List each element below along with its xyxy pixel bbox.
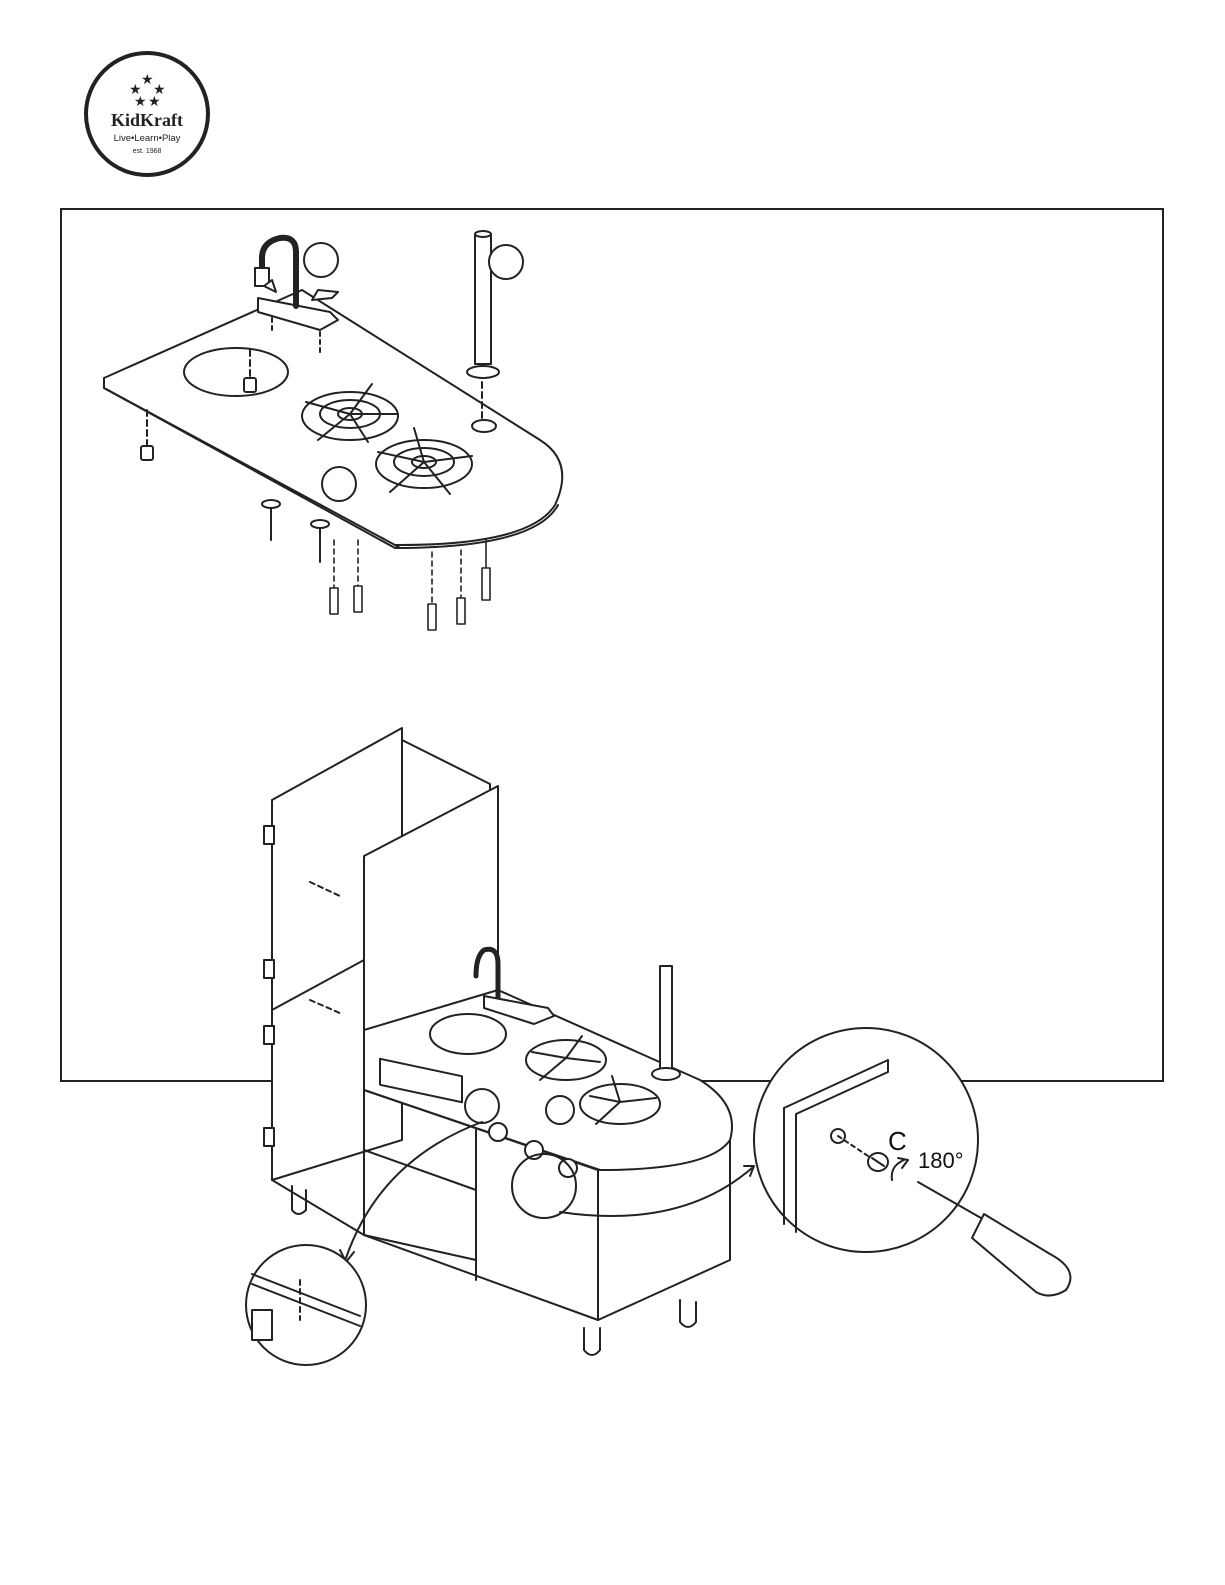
rotation-label: 180° xyxy=(918,1148,964,1173)
screw-icon xyxy=(330,540,490,630)
countertop-exploded xyxy=(104,231,562,630)
part-letter-label: C xyxy=(888,1126,907,1156)
detail-view-cam-lock xyxy=(754,1028,1070,1296)
detail-view-rail xyxy=(246,1245,366,1365)
cam-lock-icon xyxy=(868,1153,888,1171)
